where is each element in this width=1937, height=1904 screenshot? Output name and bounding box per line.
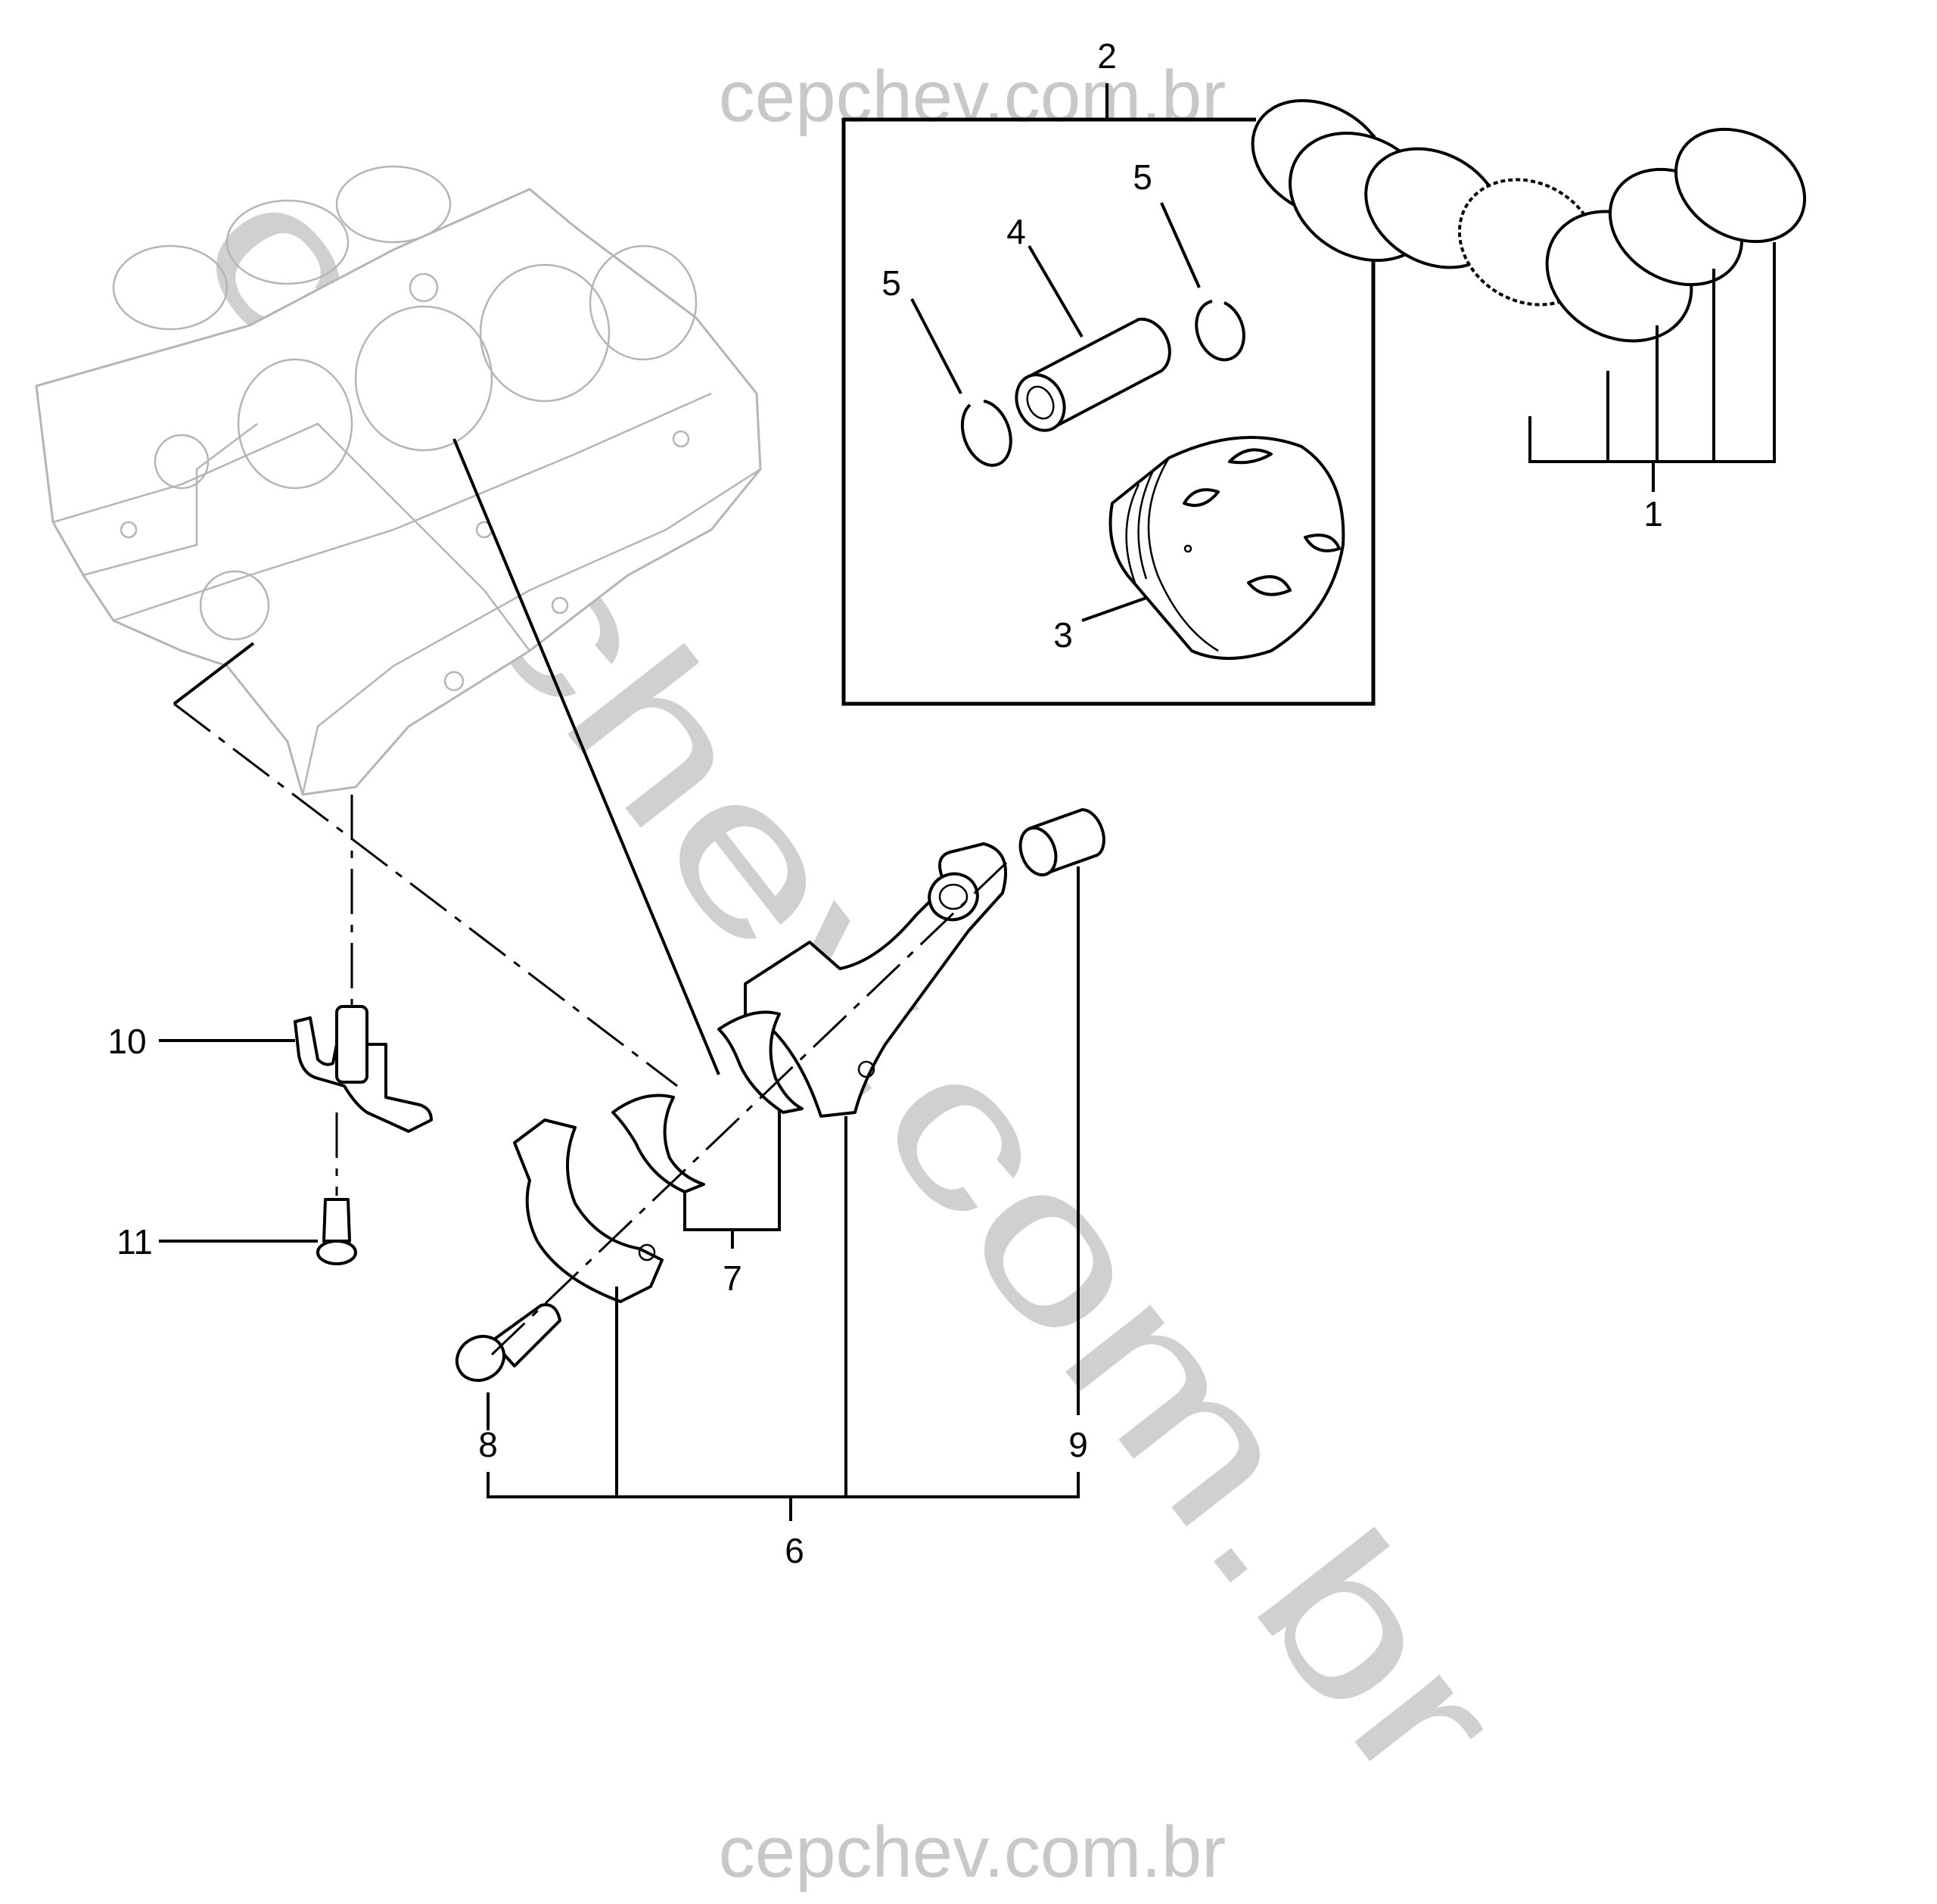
- assembly-lines: [173, 438, 1008, 1356]
- callout-9: 9: [1068, 1425, 1088, 1464]
- callout-leaders: [159, 202, 1201, 1521]
- callout-6: 6: [785, 1531, 804, 1570]
- piston-pin-retainer-left: [960, 400, 1012, 467]
- piston-pin-retainer-right: [1195, 300, 1245, 362]
- callout-8: 8: [478, 1425, 498, 1464]
- callout-1: 1: [1643, 494, 1663, 534]
- callout-5-right: 5: [1133, 157, 1152, 197]
- watermark-top: cepchev.com.br: [719, 56, 1227, 137]
- piston-pin-bushing: [1018, 807, 1105, 876]
- oil-jet: [294, 1005, 433, 1133]
- engine-block: [35, 165, 762, 796]
- oil-jet-bolt: [316, 1198, 357, 1265]
- piston-pin: [1015, 317, 1171, 432]
- callout-10: 10: [107, 1022, 146, 1061]
- callout-4: 4: [1006, 212, 1026, 251]
- connecting-rod-cap: [513, 1118, 664, 1303]
- piston-rings: [1251, 98, 1807, 492]
- bearing-shell-lower: [611, 1094, 705, 1193]
- piston: [1108, 436, 1345, 660]
- callout-5-left: 5: [881, 263, 901, 303]
- connecting-rod-bolt: [455, 1303, 561, 1383]
- callout-7: 7: [723, 1258, 742, 1298]
- piston-assembly-box: [841, 83, 1376, 706]
- callout-2: 2: [1097, 36, 1117, 76]
- watermark-bottom: cepchev.com.br: [719, 1812, 1227, 1893]
- callout-11: 11: [117, 1222, 153, 1262]
- callout-3: 3: [1053, 615, 1073, 655]
- bearing-shell-upper: [717, 1010, 804, 1114]
